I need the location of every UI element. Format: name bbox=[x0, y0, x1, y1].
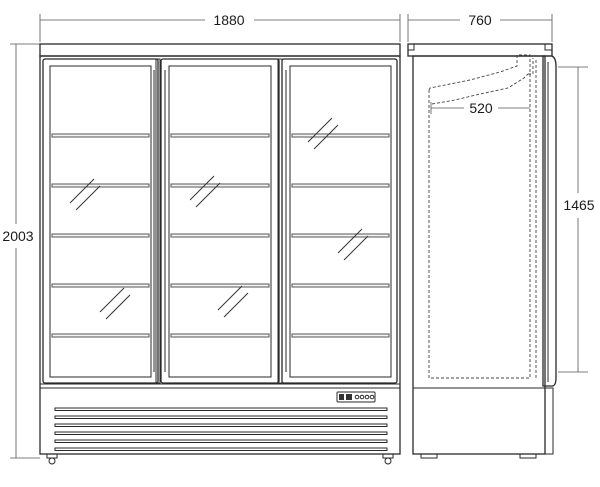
glass-reflection bbox=[69, 178, 131, 320]
door-height-label: 1465 bbox=[563, 197, 594, 213]
side-view: 520 bbox=[407, 43, 557, 459]
door-right bbox=[281, 58, 398, 384]
glass-reflection bbox=[307, 117, 369, 261]
width-dimension: 1880 bbox=[39, 12, 401, 42]
width-label: 1880 bbox=[213, 12, 244, 28]
front-view bbox=[39, 43, 401, 465]
depth-dimension: 760 bbox=[407, 12, 553, 42]
ventilation-grille bbox=[54, 407, 388, 451]
door-middle bbox=[160, 58, 280, 384]
interior-outline bbox=[428, 54, 537, 379]
height-label: 2003 bbox=[2, 228, 33, 244]
caster-left bbox=[46, 453, 58, 465]
door-height-dimension: 1465 bbox=[558, 66, 595, 373]
glass-reflection bbox=[189, 175, 249, 318]
depth-label: 760 bbox=[468, 12, 492, 28]
control-panel bbox=[336, 391, 376, 403]
door-left bbox=[42, 58, 159, 384]
inner-depth-label: 520 bbox=[469, 100, 493, 116]
caster-right bbox=[382, 453, 394, 465]
height-dimension: 2003 bbox=[2, 43, 40, 459]
inner-depth-dimension: 520 bbox=[430, 100, 530, 116]
